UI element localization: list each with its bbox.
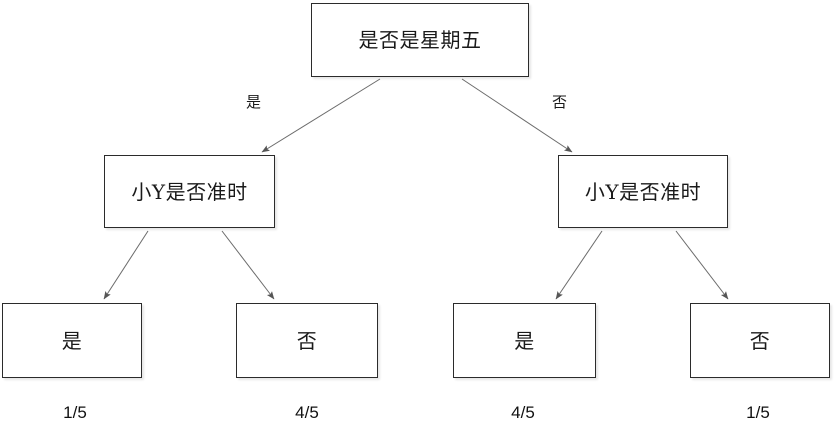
leaf-probability: 1/5	[746, 403, 770, 422]
root-node-label: 是否是星期五	[358, 28, 482, 52]
edge-right-to-leaf-3	[675, 230, 729, 300]
leaf-probability: 1/5	[63, 403, 87, 422]
leaf-node-label: 是	[61, 328, 83, 353]
leaf-node-label: 否	[749, 328, 771, 353]
leaf-node[interactable]: 否	[690, 303, 830, 378]
edge-root-to-left	[261, 78, 381, 153]
leaf-probability: 4/5	[295, 403, 319, 422]
leaf-node[interactable]: 否	[236, 303, 378, 378]
leaf-node[interactable]: 是	[453, 303, 596, 378]
root-node[interactable]: 是否是星期五	[311, 3, 529, 77]
edge-left-to-leaf-1	[221, 230, 275, 300]
decision-node-right-label: 小Y是否准时	[584, 179, 702, 204]
branch-label-no: 否	[552, 93, 568, 111]
decision-node-right[interactable]: 小Y是否准时	[558, 155, 728, 228]
edge-left-to-leaf-0	[103, 230, 149, 300]
edge-root-to-right	[461, 78, 573, 153]
leaf-node-label: 是	[514, 328, 535, 353]
branch-label-yes: 是	[246, 93, 262, 111]
edge-right-to-leaf-2	[555, 230, 603, 300]
leaf-probability: 4/5	[511, 403, 535, 422]
leaf-node[interactable]: 是	[2, 303, 142, 378]
decision-node-left-label: 小Y是否准时	[131, 179, 248, 204]
leaf-node-label: 否	[296, 328, 318, 353]
decision-node-left[interactable]: 小Y是否准时	[104, 155, 275, 228]
